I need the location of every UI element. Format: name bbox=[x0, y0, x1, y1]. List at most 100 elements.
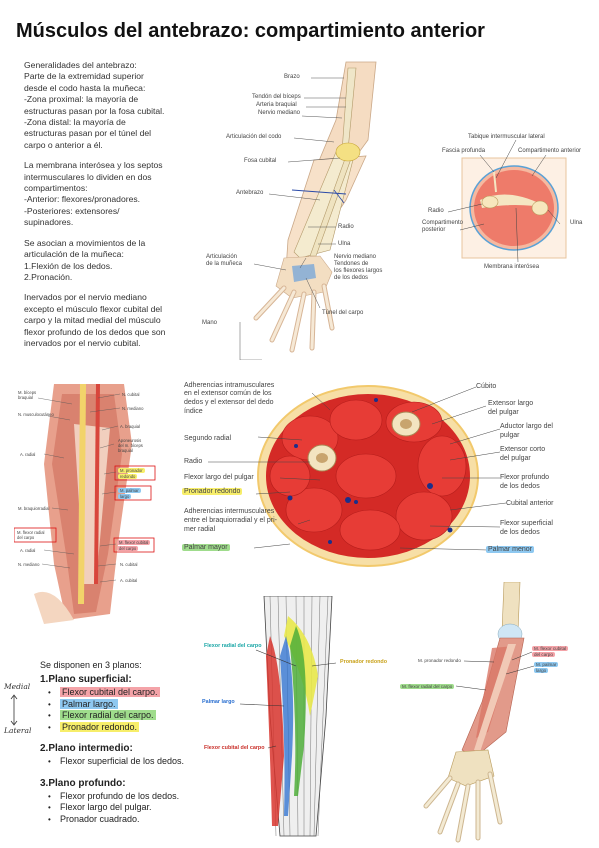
label-fpd-1: Flexor profundo bbox=[500, 474, 550, 481]
intro-paragraph-3: Se asocian a movimientos de la articulac… bbox=[24, 238, 210, 284]
list-item: Flexor profundo de los dedos. bbox=[48, 791, 240, 803]
intro-line: inervados por el nervio cubital. bbox=[24, 337, 141, 348]
label-frc-bottom: Flexor radial del carpo bbox=[204, 643, 262, 649]
highlight-blue: Palmar largo. bbox=[60, 698, 118, 709]
label-palmar-largo-2: largo bbox=[118, 494, 132, 499]
label-tendon-biceps: Tendón del bíceps bbox=[252, 94, 301, 100]
plane-superficial-list: Flexor cubital del carpo. Palmar largo. … bbox=[40, 687, 240, 733]
planes-intro: Se disponen en 3 planos: bbox=[40, 660, 142, 670]
intro-paragraph-4: Inervados por el nervio mediano excepto … bbox=[24, 292, 210, 349]
label-a-braquial: A. braquial bbox=[120, 424, 141, 429]
label-adh-4: índice bbox=[184, 408, 203, 415]
label-biceps-1: M. bíceps bbox=[18, 390, 37, 395]
highlight-green: M. flexor radial del carpo bbox=[400, 684, 455, 689]
label-adh-2: en el extensor común de los bbox=[184, 390, 272, 397]
label-n-cubital-2: N. cubital bbox=[120, 562, 138, 567]
label-pl-right-2: largo bbox=[534, 668, 549, 673]
intro-line: 2.Pronación. bbox=[24, 271, 73, 282]
label-a-radial-2: A. radial bbox=[20, 548, 36, 553]
forearm-cross-section-figure: Adherencias intramusculares en el extens… bbox=[180, 380, 599, 572]
label-flexor-radial-1: M. flexor radial bbox=[17, 530, 45, 535]
cross-section-illustration bbox=[208, 385, 507, 567]
label-compartimento-posterior-1: Compartimento bbox=[422, 220, 464, 226]
highlight-red: M. flexor cubital bbox=[532, 646, 569, 651]
label-pronador-redondo-1: M. pronador bbox=[118, 468, 145, 473]
highlight-red: del carpo bbox=[117, 546, 139, 551]
label-fsd-1: Flexor superficial bbox=[500, 520, 553, 527]
label-compartimento-anterior: Compartimento anterior bbox=[518, 148, 582, 154]
compartments-section-illustration bbox=[447, 139, 567, 263]
highlight-blue: M. palmar bbox=[118, 488, 141, 493]
label-fascia-profunda: Fascia profunda bbox=[442, 148, 486, 154]
label-flexor-radial-2: del carpo bbox=[17, 535, 35, 540]
intro-line: Se asocian a movimientos de la bbox=[24, 237, 146, 248]
label-alp-1: Aductor largo del bbox=[500, 423, 553, 430]
label-fosa-cubital: Fosa cubital bbox=[244, 158, 277, 164]
list-item: Flexor radial del carpo. bbox=[48, 710, 240, 722]
intro-paragraph-2: La membrana interósea y los septos inter… bbox=[24, 160, 210, 228]
label-tabique: Tabique intermuscular lateral bbox=[468, 134, 545, 140]
list-item: Flexor superficial de los dedos. bbox=[48, 756, 240, 768]
highlight-blue: Palmar menor bbox=[486, 546, 534, 553]
intro-line: 1.Flexión de los dedos. bbox=[24, 260, 113, 271]
label-palmar-mayor: Palmar mayor bbox=[182, 544, 230, 552]
arm-skeleton-illustration bbox=[239, 61, 377, 360]
label-de-la-muneca: de la muñeca bbox=[206, 261, 243, 267]
label-ecp-1: Extensor corto bbox=[500, 446, 546, 453]
label-nm-1: Nervio mediano bbox=[334, 254, 377, 260]
label-fcc-bottom: Flexor cubital del carpo bbox=[204, 745, 265, 751]
forearm-muscles-illustration bbox=[14, 384, 164, 624]
label-pronador-redondo-large: Pronador redondo bbox=[182, 488, 243, 496]
label-adh-3: dedos y el extensor del dedo bbox=[184, 399, 274, 406]
plane-profundo-list: Flexor profundo de los dedos. Flexor lar… bbox=[40, 791, 240, 826]
label-nm-2: Tendones de bbox=[334, 261, 369, 267]
label-fsd-2: de los dedos bbox=[500, 529, 540, 536]
label-radio: Radio bbox=[338, 224, 354, 230]
highlight-red: del carpo bbox=[532, 652, 555, 657]
intro-text: Generalidades del antebrazo: Parte de la… bbox=[24, 60, 210, 358]
annotation-medial-lateral: Medial Lateral bbox=[2, 682, 40, 740]
label-radio-large: Radio bbox=[184, 458, 203, 465]
label-ecp-2: del pulgar bbox=[500, 455, 531, 462]
intro-line: articulación de la muñeca: bbox=[24, 249, 124, 260]
label-palmar-largo-1: M. palmar bbox=[118, 488, 141, 493]
label-pr-right: M. pronador redondo bbox=[418, 658, 461, 663]
label-musculocutaneo: N. musculocutáneo bbox=[18, 412, 54, 417]
label-pl-bottom: Palmar largo bbox=[202, 699, 235, 705]
label-a-radial-1: A. radial bbox=[20, 452, 36, 457]
intro-line: Inervados por el nervio mediano bbox=[24, 292, 147, 303]
intro-line: -Zona proximal: la mayoría de bbox=[24, 94, 139, 105]
page-title: Músculos del antebrazo: compartimiento a… bbox=[16, 20, 485, 42]
intro-line: estructuras pasan por el túnel del bbox=[24, 128, 152, 139]
label-membrana-interosea: Membrana interósea bbox=[484, 264, 540, 270]
label-biceps-2: braquial bbox=[18, 395, 33, 400]
label-alp-2: pulgar bbox=[500, 432, 520, 439]
label-elp-1: Extensor largo bbox=[488, 400, 534, 407]
label-n-mediano-1: N. mediano bbox=[18, 562, 40, 567]
label-ulna-section: Ulna bbox=[570, 220, 583, 226]
label-nm-4: de los dedos bbox=[334, 275, 369, 281]
plane-intermedio-heading: 2.Plano intermedio: bbox=[40, 743, 133, 754]
intro-line: carpo y la mitad medial del músculo bbox=[24, 315, 161, 326]
label-radio-section: Radio bbox=[428, 208, 444, 214]
intro-line: -Posteriores: extensores/ bbox=[24, 205, 120, 216]
label-fcc-right-2: del carpo bbox=[532, 652, 555, 657]
highlight-yellow: Pronador redondo. bbox=[60, 721, 140, 732]
highlight-blue: largo bbox=[118, 494, 132, 499]
label-n-cubital-1: N. cubital bbox=[122, 392, 140, 397]
intro-line: Parte de la extremidad superior bbox=[24, 71, 144, 82]
intro-line: Generalidades del antebrazo: bbox=[24, 60, 137, 70]
intro-line: -Anterior: flexores/pronadores. bbox=[24, 194, 141, 205]
label-pr-bottom: Pronador redondo bbox=[340, 659, 388, 665]
list-item: Pronador redondo. bbox=[48, 721, 240, 734]
plane-intermedio-list: Flexor superficial de los dedos. bbox=[40, 756, 240, 768]
intro-line: carpo o anterior a él. bbox=[24, 139, 103, 150]
label-antebrazo: Antebrazo bbox=[236, 190, 264, 196]
label-nm-3: los flexores largos bbox=[334, 268, 383, 274]
medial-lateral-arrow-icon bbox=[10, 694, 18, 726]
highlight-red: Flexor cubital del carpo. bbox=[60, 687, 160, 697]
list-item: Flexor cubital del carpo. bbox=[48, 687, 240, 699]
intro-line: -Zona distal: la mayoría de bbox=[24, 117, 126, 128]
label-articulacion-codo: Articulación del codo bbox=[226, 134, 282, 140]
label-adh-1: Adherencias intramusculares bbox=[184, 382, 275, 389]
